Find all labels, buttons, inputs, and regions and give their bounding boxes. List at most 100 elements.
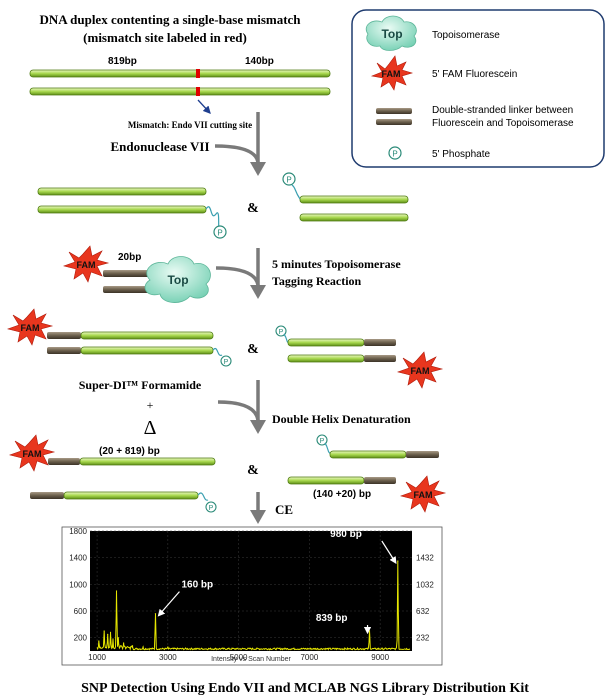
- chart-peak-point: [115, 590, 118, 592]
- fam-star-icon: FAM: [6, 308, 54, 346]
- chart-peak-point: [397, 560, 399, 562]
- legend-phosphate-text: 5' Phosphate: [432, 149, 491, 160]
- chart-y-tick-right: 232: [416, 634, 430, 643]
- ce-electropherogram: 1000 3000 5000 7000 9000 200 600 1000 1400 1800 23…: [61, 526, 443, 666]
- phosphate-icon: P: [282, 172, 296, 186]
- chart-peak-point: [291, 648, 293, 650]
- chart-peak-point: [103, 630, 105, 632]
- chart-annotation-label: 980 bp: [330, 529, 362, 540]
- chart-peak-point: [123, 642, 125, 644]
- linker-bar: [406, 451, 439, 458]
- plus-sign: +: [147, 398, 154, 412]
- chart-annotation-arrow: [381, 540, 397, 565]
- chart-peak-point: [209, 647, 211, 649]
- chart-y-tick-left: 1800: [69, 527, 87, 536]
- phosphate-icon: P: [316, 434, 328, 446]
- svg-text:P: P: [224, 359, 229, 366]
- cut-fragment-right: [291, 184, 409, 222]
- linker-bar: [364, 339, 396, 346]
- fam-star-icon: FAM: [396, 351, 444, 389]
- step-tagging-label-1: 5 minutes Topoisomerase: [272, 257, 401, 271]
- legend-box: Top Topoisomerase FAM 5' FAM Fluorescein…: [351, 9, 605, 168]
- svg-text:P: P: [279, 329, 284, 336]
- step-ce-label: CE: [275, 502, 293, 517]
- linker-bar: [47, 332, 81, 339]
- chart-annotation-label: 160 bp: [181, 580, 213, 591]
- topoisomerase-icon: Top: [144, 256, 211, 303]
- chart-y-tick-right: 1432: [416, 554, 434, 563]
- topoisomerase-icon: Top: [365, 15, 417, 51]
- chart-series-line: [96, 560, 411, 651]
- step-denaturation-label: Double Helix Denaturation: [272, 412, 411, 426]
- chart-peak-point: [98, 640, 100, 642]
- mismatch-mark-top: [196, 69, 200, 78]
- svg-text:Top: Top: [167, 273, 188, 287]
- svg-text:FAM: FAM: [77, 260, 96, 270]
- svg-text:P: P: [217, 229, 222, 238]
- footer-caption: SNP Detection Using Endo VII and MCLAB N…: [81, 681, 529, 696]
- phosphate-icon: P: [388, 146, 402, 160]
- chart-x-tick: 3000: [159, 653, 177, 662]
- fam-star-icon: FAM: [370, 55, 414, 91]
- linker-20bp-label: 20bp: [118, 252, 141, 263]
- cut-fragment-left: [37, 187, 220, 229]
- phosphate-icon: P: [275, 325, 287, 337]
- linker-bar: [376, 108, 412, 114]
- svg-text:P: P: [286, 176, 291, 185]
- chart-peak-point: [131, 645, 134, 647]
- svg-text:FAM: FAM: [23, 449, 42, 459]
- dna-duplex: [29, 69, 331, 96]
- svg-text:P: P: [392, 150, 397, 159]
- svg-text:FAM: FAM: [414, 490, 433, 500]
- linker-bar: [364, 355, 396, 362]
- phosphate-icon: P: [205, 501, 217, 513]
- chart-y-tick-left: 1000: [69, 580, 87, 589]
- svg-text:Top: Top: [381, 27, 402, 41]
- chart-x-label: Intensity vs Scan Number: [211, 656, 291, 663]
- chart-x-tick: 7000: [300, 653, 318, 662]
- chart-annotation-label: 839 bp: [316, 613, 348, 624]
- chart-y-tick-left: 200: [74, 634, 88, 643]
- linker-bar: [30, 492, 64, 499]
- mismatch-mark-bottom: [196, 87, 200, 96]
- chart-y-tick-left: 600: [74, 607, 88, 616]
- length-140bp: 140bp: [245, 56, 274, 67]
- svg-text:FAM: FAM: [382, 69, 401, 79]
- chart-peak-point: [255, 648, 257, 650]
- chart-x-tick: 9000: [371, 653, 389, 662]
- chart-peak-point: [167, 646, 169, 648]
- chart-plot-area: [90, 531, 412, 651]
- chart-y-tick-right: 1032: [416, 580, 434, 589]
- chart-peak-point: [112, 638, 114, 640]
- fragment-left-size: (20 + 819) bp: [99, 446, 160, 457]
- fam-star-icon: FAM: [8, 434, 56, 472]
- legend-topoisomerase-text: Topoisomerase: [432, 30, 500, 41]
- chart-y-tick-left: 1400: [69, 554, 87, 563]
- mismatch-pointer-arrow: [197, 99, 211, 114]
- ampersand-3: &: [247, 463, 259, 478]
- chart-x-tick: 5000: [230, 653, 248, 662]
- chart-peak-point: [368, 630, 371, 632]
- ampersand-1: &: [247, 201, 259, 216]
- chart-peak-point: [184, 647, 187, 649]
- ampersand-2: &: [247, 342, 259, 357]
- phosphate-icon: P: [213, 225, 227, 239]
- delta-symbol: Δ: [144, 417, 157, 439]
- reagent-label: Super-DI™ Formamide: [79, 378, 202, 392]
- diagram-subtitle: (mismatch site labeled in red): [83, 30, 247, 45]
- chart-y-tick-right: 632: [416, 607, 430, 616]
- linker-bar: [376, 119, 412, 125]
- chart-peak-point: [117, 637, 119, 639]
- chart-peak-point: [107, 633, 109, 635]
- chart-annotation-arrow: [157, 591, 180, 617]
- svg-text:P: P: [320, 438, 325, 445]
- svg-text:FAM: FAM: [21, 323, 40, 333]
- chart-peak-point: [142, 646, 144, 648]
- linker-bar: [48, 458, 80, 465]
- legend-linker-text-2: Fluorescein and Topoisomerase: [432, 118, 574, 129]
- chart-x-tick: 1000: [88, 653, 106, 662]
- diagram-title: DNA duplex contenting a single-base mism…: [39, 12, 301, 27]
- fam-star-icon: FAM: [62, 245, 110, 283]
- svg-text:FAM: FAM: [411, 366, 430, 376]
